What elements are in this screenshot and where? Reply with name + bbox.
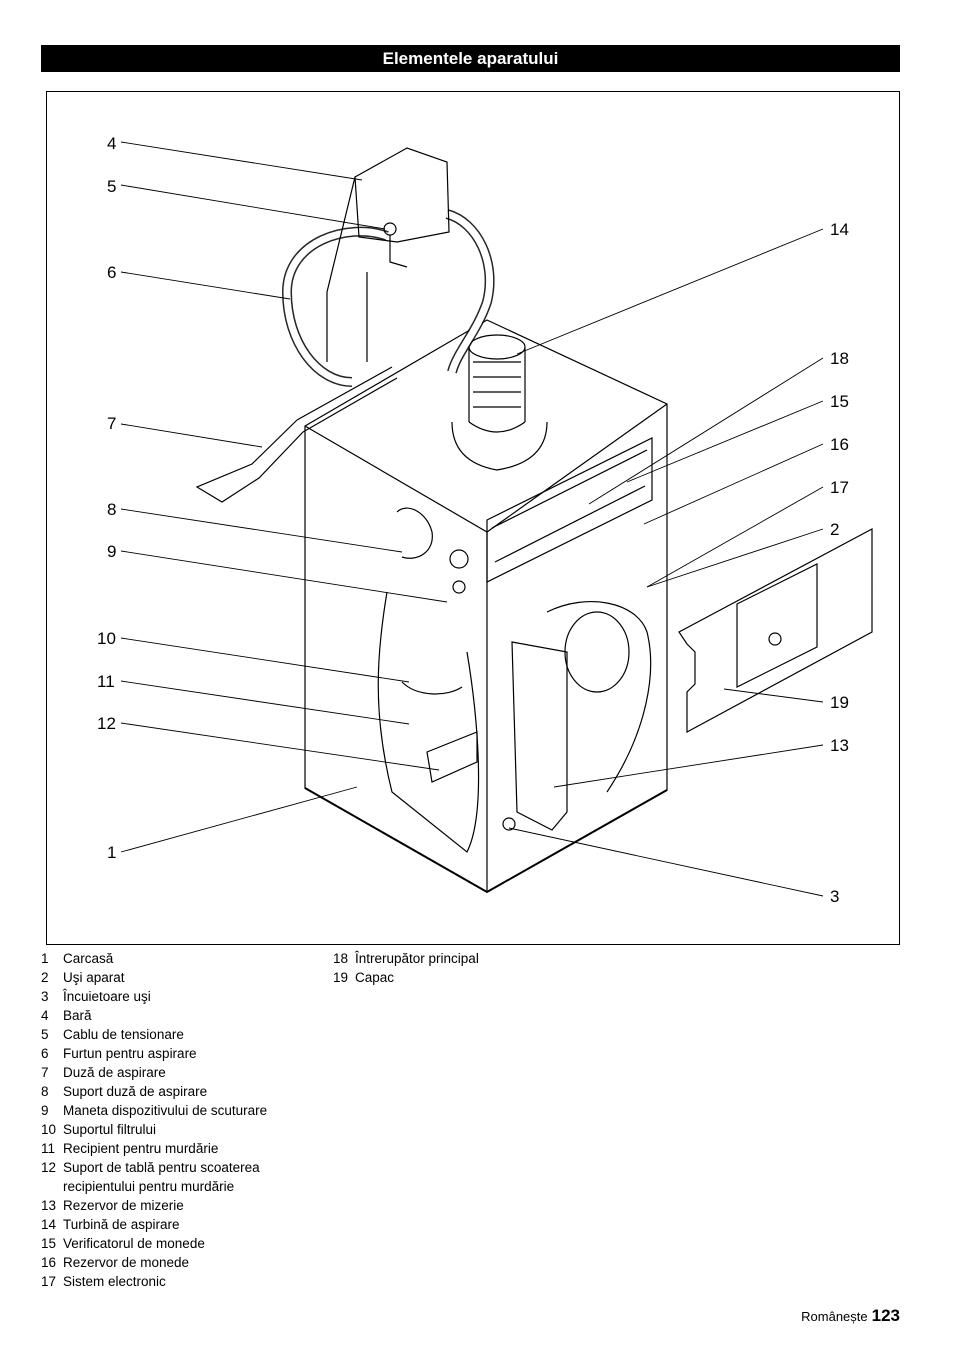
callout-16: 16 [830,435,849,454]
suction-tube [296,366,398,433]
hood-bar [354,147,450,243]
callout-12: 12 [97,714,116,733]
nozzle-holder [396,507,433,559]
suction-nozzle [195,419,304,503]
device-illustration [120,141,873,897]
callout-4: 4 [107,134,117,153]
callout-9: 9 [107,542,117,561]
section-title: Elementele aparatului [382,48,559,68]
page-footer: Românește 123 [801,1306,900,1326]
callout-6: 6 [107,263,117,282]
door-opening [564,611,630,693]
dirt-container [511,641,568,831]
device-diagram: 4 5 6 7 8 9 10 11 12 1 14 18 15 16 17 2 … [46,91,900,945]
filter-bag [377,591,480,853]
sheet-holder [426,731,478,783]
callout-19: 19 [830,693,849,712]
callout-10: 10 [97,629,116,648]
callout-11: 11 [97,672,115,691]
callout-3: 3 [830,887,840,906]
callout-17: 17 [830,478,849,497]
cover-label [736,563,818,688]
control-panel [486,437,653,583]
tension-cable-clip [383,222,397,236]
leader-lines [120,141,824,897]
footer-language: Românește [801,1309,868,1324]
callout-1: 1 [107,843,117,862]
callout-13: 13 [830,736,849,755]
filter-holder-ring [401,681,463,695]
callout-18: 18 [830,349,849,368]
cabinet-top-edge [304,403,668,533]
door-lock [502,817,516,831]
shaker-lever-knob [449,549,469,569]
callout-15: 15 [830,392,849,411]
cover-panel [678,527,873,734]
section-title-bar: Elementele aparatului [41,45,900,72]
callout-5: 5 [107,177,117,196]
callout-14: 14 [830,220,849,239]
callout-2: 2 [830,520,840,539]
cabinet-outline [304,319,668,893]
turbine-top [468,334,526,360]
callout-7: 7 [107,414,117,433]
callout-8: 8 [107,500,117,519]
page-number: 123 [871,1306,900,1325]
